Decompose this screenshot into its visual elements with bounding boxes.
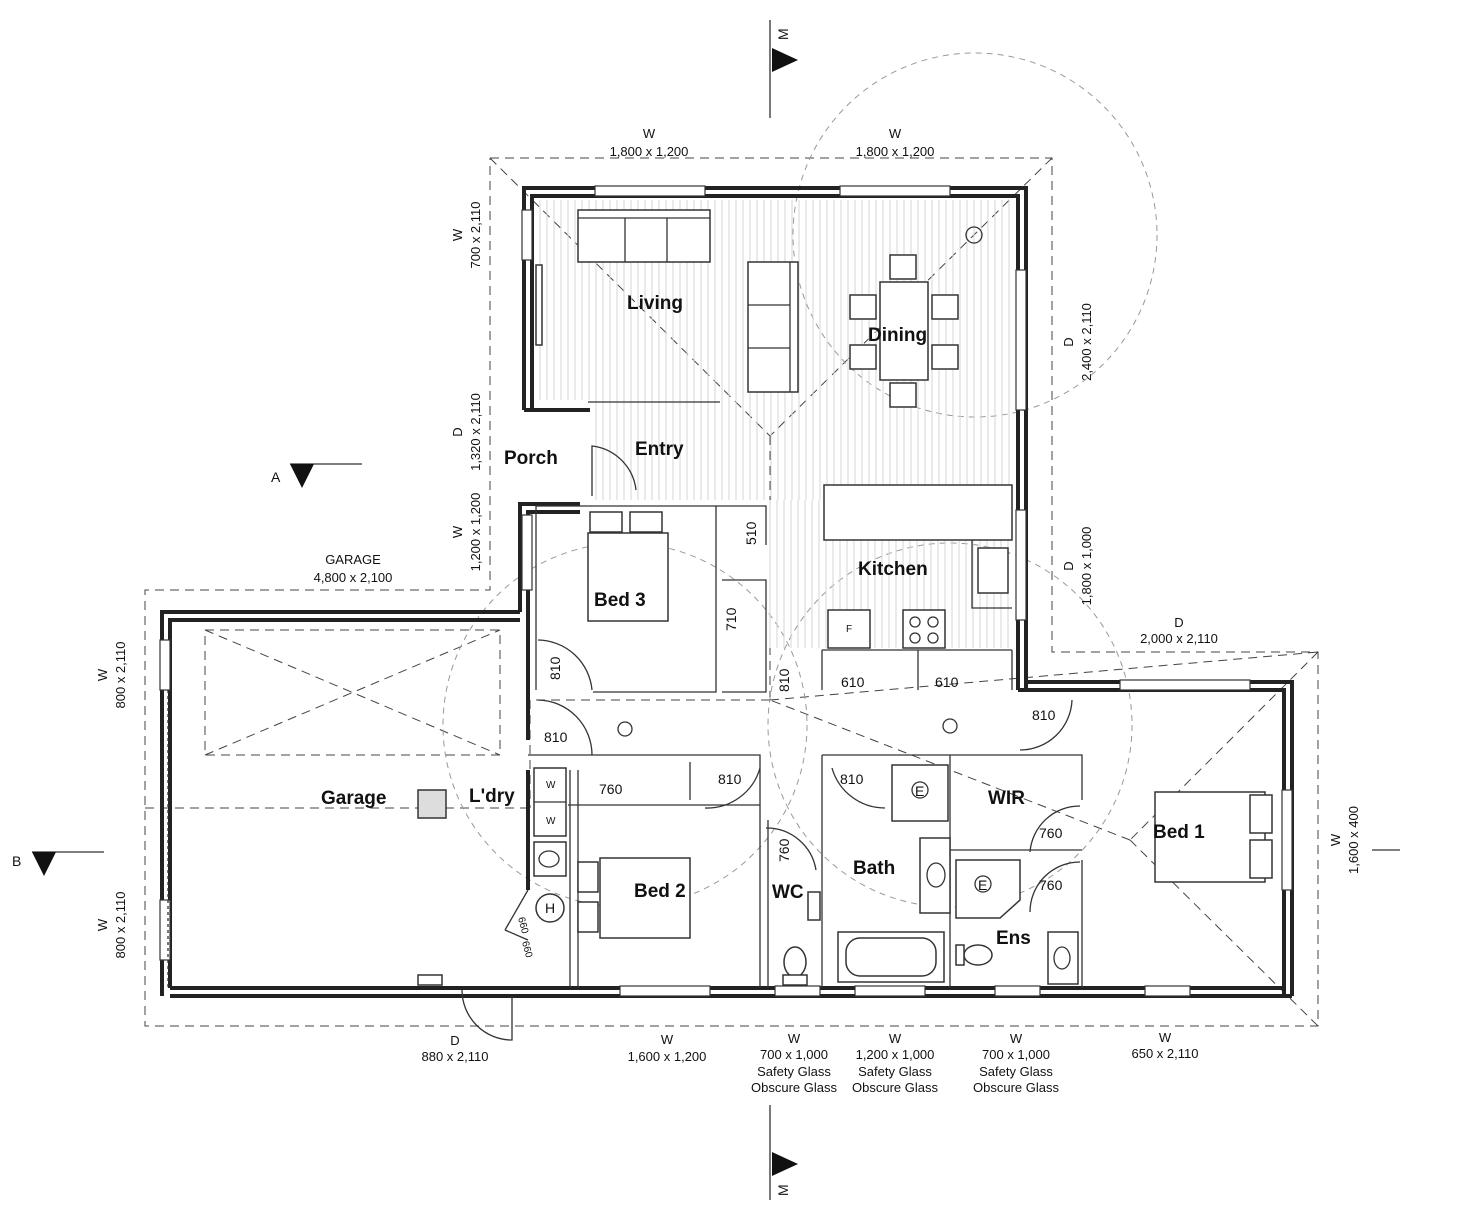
left-w-bed3-type: W [450,525,465,538]
right-d-bed1-size: 2,000 x 2,110 [1140,631,1218,646]
bottom-w-wc-size: 700 x 1,000 [760,1047,828,1062]
right-d-kitchen-size: 1,800 x 1,000 [1079,527,1094,606]
left-w-living-type: W [450,228,465,241]
garage-w-top-type: W [95,668,110,681]
room-label-laundry: L'dry [469,786,515,807]
section-letters: M M A B [12,28,791,1196]
section-markers [32,20,1400,1200]
fixture-labels: W W H E E F [545,624,987,916]
garage-w-top-size: 800 x 2,110 [113,642,128,709]
door-label-760-ens: 760 [1039,877,1063,893]
door-label-610-a: 610 [841,674,865,690]
bottom-w-bath-size: 1,200 x 1,000 [856,1047,935,1062]
right-w-bed1-type: W [1328,833,1343,846]
bottom-w-bath-note2: Obscure Glass [852,1080,938,1095]
right-d-kitchen-type: D [1061,561,1076,570]
section-label-b: B [12,853,21,869]
garage-door-size: 4,800 x 2,100 [314,570,393,585]
garage-w-bottom-type: W [95,918,110,931]
left-d-porch-type: D [450,427,465,436]
room-label-wc: WC [772,882,804,903]
left-w-living-size: 700 x 2,110 [468,202,483,269]
bottom-w-bath-note1: Safety Glass [858,1064,932,1079]
door-label-810-hall: 810 [776,668,792,692]
bottom-w-wc-note2: Obscure Glass [751,1080,837,1095]
section-label-a: A [271,469,281,485]
top-w1-type: W [643,126,656,141]
room-label-bed1: Bed 1 [1153,822,1205,843]
right-d-bed1-type: D [1174,615,1183,630]
door-label-510: 510 [743,521,759,545]
bottom-w-ens-size: 700 x 1,000 [982,1047,1050,1062]
windows [159,185,1293,997]
room-label-ens: Ens [996,928,1031,949]
hot-water-label: H [545,900,555,916]
washer-label-1: W [546,780,556,791]
section-arrow-b-icon [32,852,56,876]
bottom-d-garage-size: 880 x 2,110 [422,1049,489,1064]
right-d-dining-type: D [1061,337,1076,346]
bottom-w-ens-type: W [1010,1031,1023,1046]
door-label-810-bed2: 810 [718,771,742,787]
fridge-label: F [846,624,852,635]
door-label-610-b: 610 [935,674,959,690]
room-label-living: Living [627,293,683,314]
door-label-760-robe: 760 [599,781,623,797]
room-label-bath: Bath [853,858,895,879]
room-label-bed3: Bed 3 [594,590,646,611]
door-label-660-b: 660 [519,940,534,959]
right-d-dining-size: 2,400 x 2,110 [1079,303,1094,381]
bottom-w-bed1-type: W [1159,1030,1172,1045]
washer-label-2: W [546,816,556,827]
top-w2-type: W [889,126,902,141]
section-arrow-bottom-icon [772,1152,798,1176]
furniture [417,209,1273,986]
bottom-w-bed1-size: 650 x 2,110 [1132,1046,1199,1061]
shower-label-2: E [978,877,987,893]
garage-door-type: GARAGE [325,552,381,567]
room-label-wir: WIR [988,788,1025,809]
section-label-top: M [775,28,791,40]
door-label-810-bath: 810 [840,771,864,787]
roof-outline [144,157,1319,1027]
room-labels: Living Dining Entry Porch Kitchen Bed 3 … [321,293,1205,949]
walls [160,186,1294,998]
door-label-760-wc: 760 [776,838,792,862]
bottom-d-garage-type: D [450,1033,459,1048]
coverage-circles [442,52,1158,908]
schedule-labels: W 1,800 x 1,200 W 1,800 x 1,200 W 700 x … [95,126,1361,1095]
garage-w-bottom-size: 800 x 2,110 [113,892,128,959]
room-label-porch: Porch [504,448,558,469]
left-d-porch-size: 1,320 x 2,110 [468,393,483,471]
door-label-810-bed1: 810 [1032,707,1056,723]
bottom-w-wc-note1: Safety Glass [757,1064,831,1079]
door-label-810-laundry: 810 [544,729,568,745]
door-label-710: 710 [723,607,739,631]
door-size-labels: 510 710 810 810 810 810 810 810 610 610 … [515,521,1062,959]
section-arrow-a-icon [290,464,314,488]
room-label-kitchen: Kitchen [858,559,928,580]
shower-label-1: E [915,783,924,799]
door-label-660-a: 660 [515,916,530,935]
section-label-bottom: M [775,1184,791,1196]
room-label-entry: Entry [635,439,684,460]
bottom-w-bed2-type: W [661,1032,674,1047]
top-w2-size: 1,800 x 1,200 [856,144,935,159]
room-label-dining: Dining [868,325,927,346]
door-label-760-wir: 760 [1039,825,1063,841]
door-label-810-bed3: 810 [547,656,563,680]
left-w-bed3-size: 1,200 x 1,200 [468,493,483,572]
bottom-w-bed2-size: 1,600 x 1,200 [628,1049,707,1064]
bottom-w-ens-note1: Safety Glass [979,1064,1053,1079]
room-label-bed2: Bed 2 [634,881,686,902]
room-label-garage: Garage [321,788,386,809]
bottom-w-wc-type: W [788,1031,801,1046]
door-swings [461,226,1081,1041]
right-w-bed1-size: 1,600 x 400 [1346,806,1361,874]
section-arrow-top-icon [772,48,798,72]
bottom-w-ens-note2: Obscure Glass [973,1080,1059,1095]
top-w1-size: 1,800 x 1,200 [610,144,689,159]
bottom-w-bath-type: W [889,1031,902,1046]
